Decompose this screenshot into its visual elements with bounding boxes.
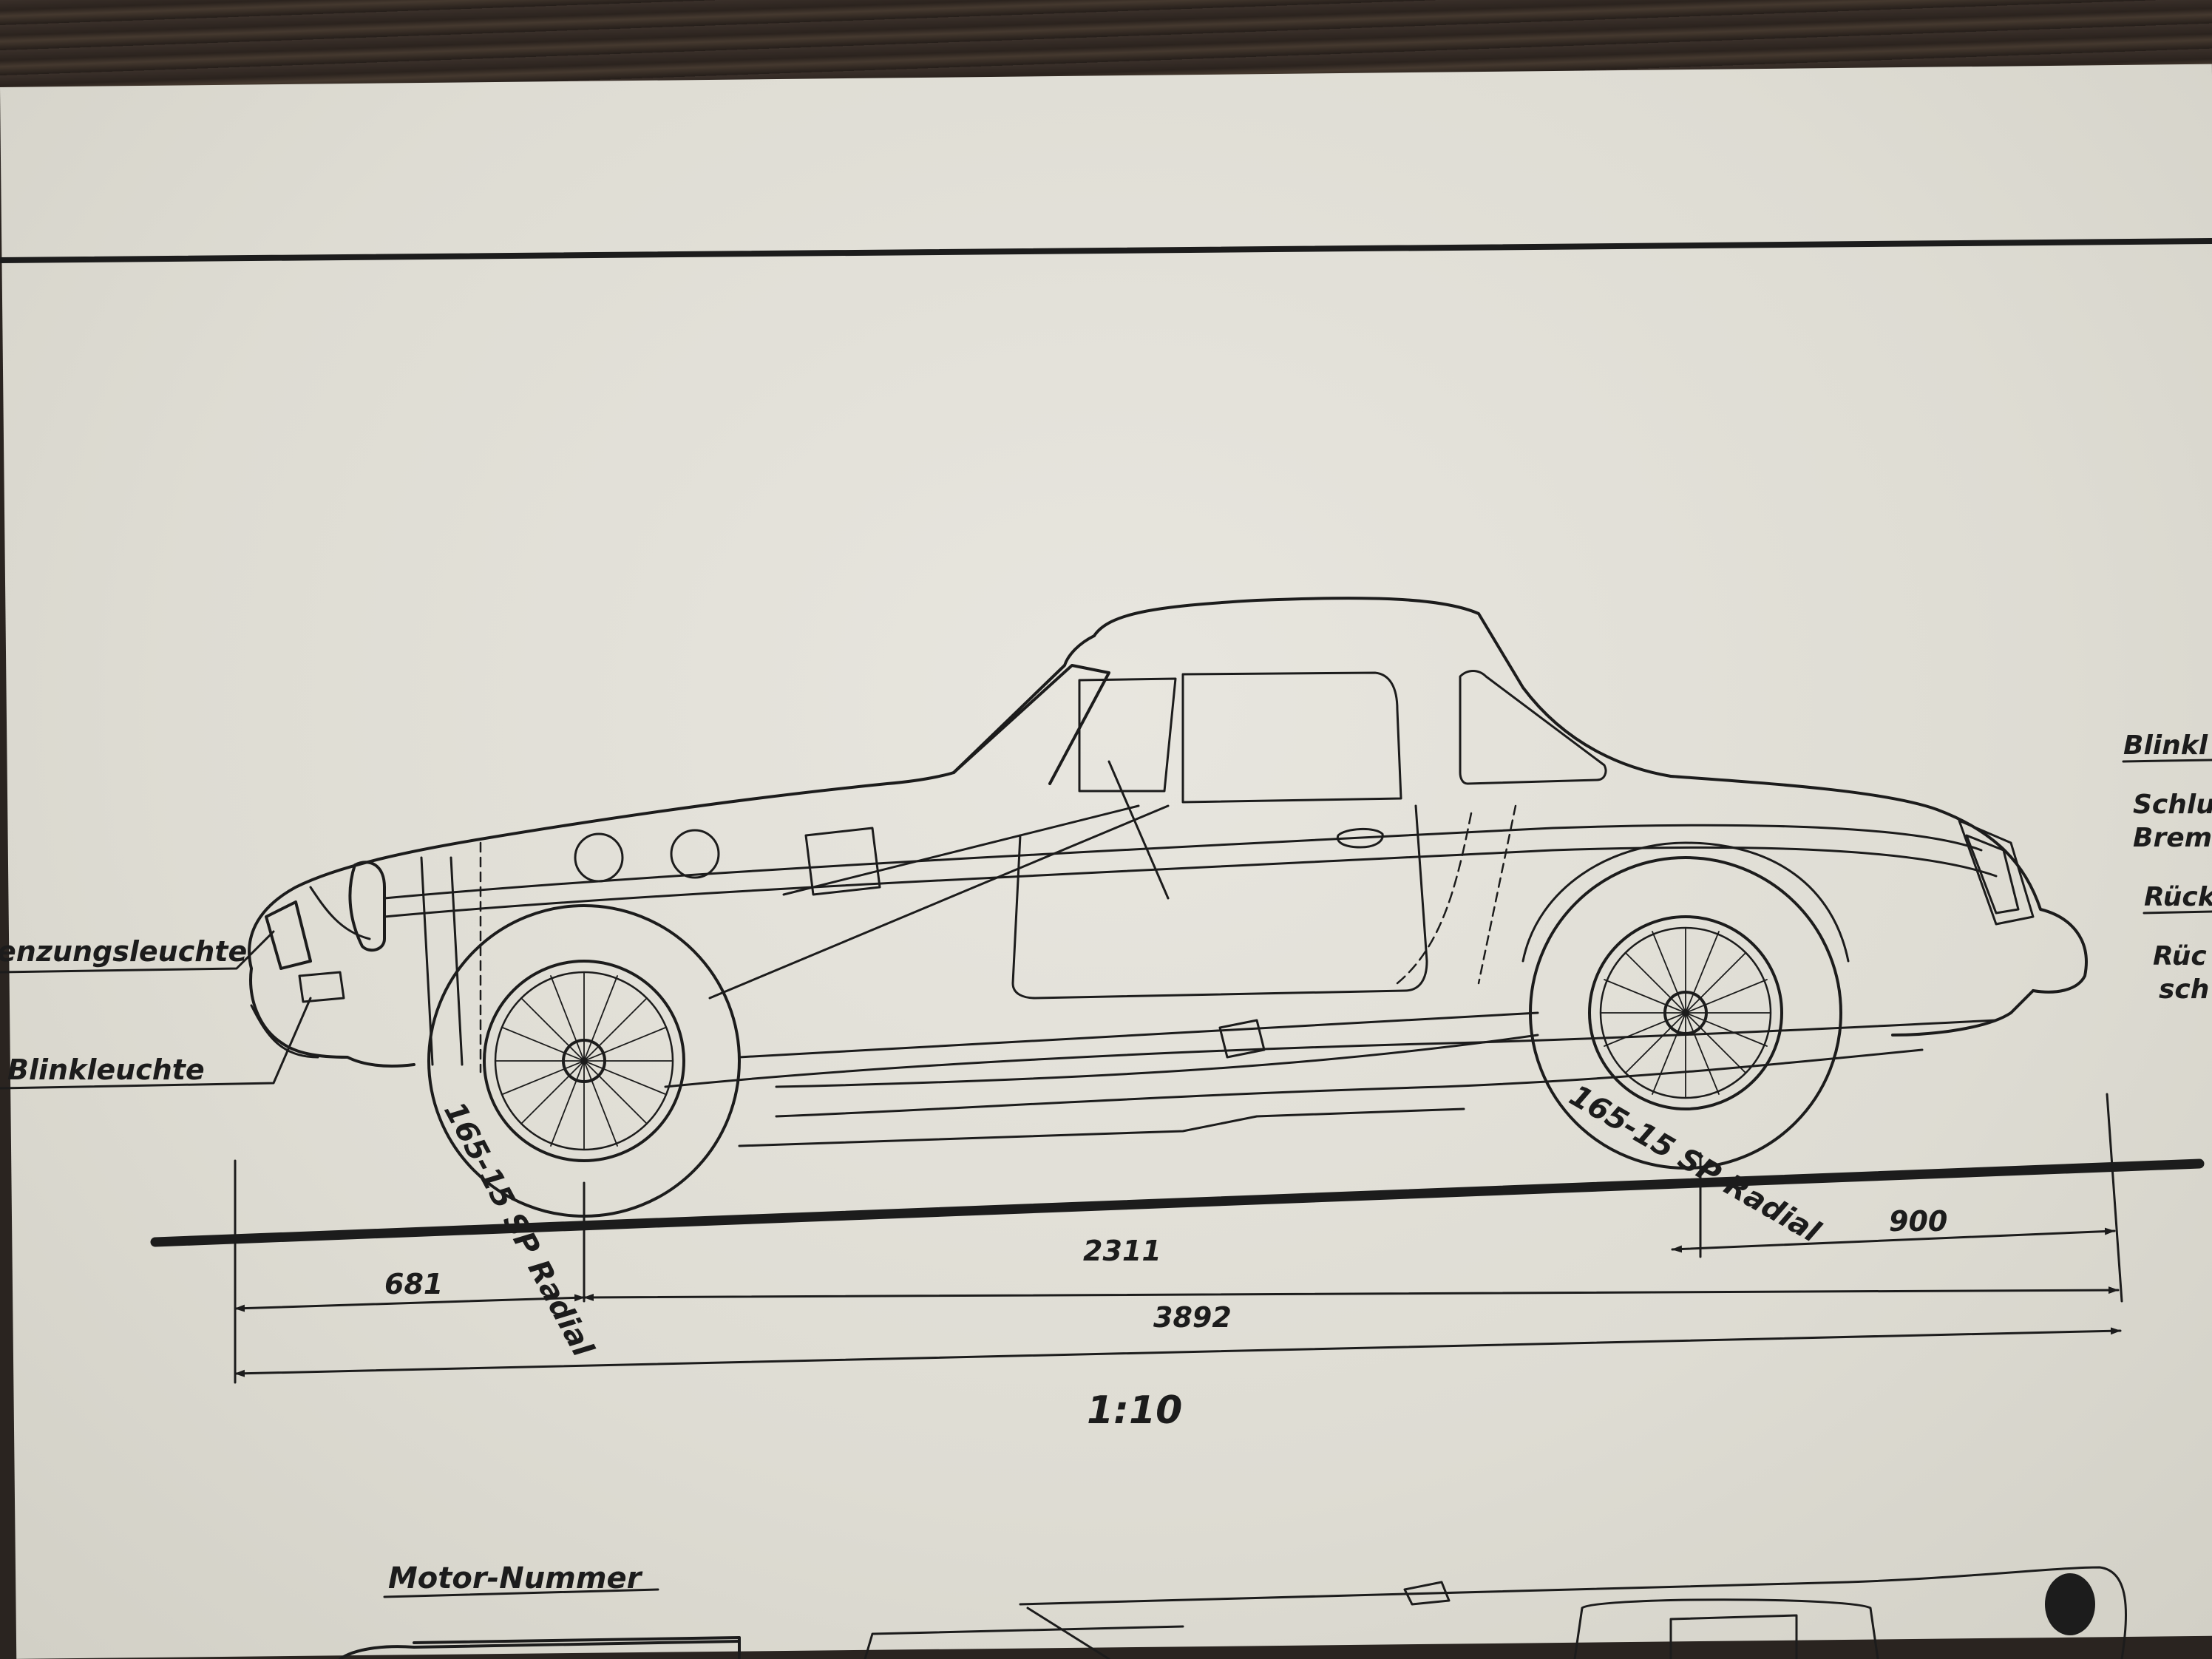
leader-motor-nummer [383, 1588, 659, 1598]
dim-overall-length: 3892 [1153, 1301, 1232, 1334]
leader-blinkleuchte-rear [2122, 759, 2212, 763]
scale-label: 1:10 [1087, 1388, 1182, 1433]
dim-rear-overhang: 900 [1889, 1205, 1947, 1238]
label-motor-nummer: Motor-Nummer [388, 1561, 643, 1595]
rear-tire-text: 165-15 SP Radial [1564, 1079, 1826, 1250]
label-rueckstrahler-b: sch [2159, 974, 2209, 1005]
label-rueckstrahler-a: Rüc [2153, 941, 2207, 971]
rear-wheel [1521, 841, 1850, 1170]
leader-blinkleuchte-front [0, 997, 312, 1090]
dim-wheelbase: 2311 [1083, 1235, 1161, 1267]
dim-front-overhang: 681 [384, 1268, 443, 1300]
second-drawing-wheel-hub [2045, 1573, 2095, 1635]
car-body [248, 597, 2088, 1088]
label-blinkleuchte-front: Blinkleuchte [7, 1054, 205, 1086]
leader-begrenzungsleuchte [0, 930, 275, 974]
label-blinkleuchte-rear: Blinkl [2123, 730, 2208, 761]
label-schlussleuchte: Schlu [2133, 790, 2212, 820]
dimension-lines [234, 1093, 2123, 1384]
mechanical-internals [479, 760, 1998, 1147]
leader-rueckfahr [2143, 910, 2212, 915]
label-begrenzungsleuchte: enzungsleuchte [0, 935, 247, 968]
top-border-rule [0, 238, 2212, 263]
ground-line [150, 1158, 2205, 1247]
second-car-drawing-partial [339, 1566, 2128, 1659]
label-bremsleuchte: Brems [2133, 823, 2212, 853]
label-rueckfahr: Rück [2144, 882, 2212, 912]
